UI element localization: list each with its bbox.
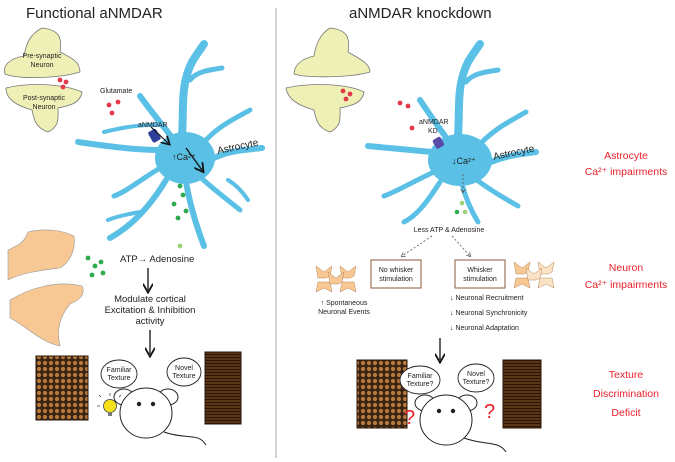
lightbulb-icon <box>97 393 122 416</box>
right-novel-bubble: Novel Texture? <box>457 363 495 393</box>
right-familiar-line-1: Familiar <box>408 373 434 380</box>
synapse-atp-dots <box>85 243 183 278</box>
right-title: aNMDAR knockdown <box>349 5 492 22</box>
left-novel-line-2: Texture <box>173 373 196 380</box>
question-mark-left: ? <box>404 407 415 429</box>
right-novel-texture-panel <box>502 359 542 429</box>
right-calcium-label: ↓Ca²⁺ <box>452 156 476 166</box>
right-familiar-line-2: Texture? <box>407 381 434 388</box>
right-post-synaptic-neuron <box>285 84 365 133</box>
right-astrocyte-label: Astrocyte <box>492 143 535 163</box>
right-astrocyte <box>365 40 539 225</box>
left-calcium-label: ↑Ca²⁺ <box>172 152 196 162</box>
left-familiar-bubble: Familiar Texture <box>100 359 138 389</box>
left-familiar-line-1: Familiar <box>107 367 133 374</box>
left-novel-texture-panel <box>204 351 242 425</box>
outcome-texture-line-2: Discrimination <box>593 388 659 400</box>
spontaneous-line-2: Neuronal Events <box>318 309 370 316</box>
whisker-line-2: stimulation <box>463 276 497 283</box>
whisker-line-1: Whisker <box>467 267 493 274</box>
left-mouse <box>113 387 207 446</box>
question-mark-right: ? <box>484 401 495 423</box>
pre-synaptic-label-2: Neuron <box>31 62 54 69</box>
right-pre-synaptic-neuron <box>293 27 371 78</box>
post-synaptic-label-2: Neuron <box>33 104 56 111</box>
modulate-line-3: activity <box>135 316 164 327</box>
left-astrocyte <box>75 40 265 249</box>
left-astrocyte-label: Astrocyte <box>216 137 259 157</box>
glutamate-dots <box>106 99 121 116</box>
astrocyte-atp-dots <box>171 183 189 221</box>
left-calcium-arrow <box>185 147 202 170</box>
outcome-texture-line-1: Texture <box>609 369 644 381</box>
synaptic-glutamate <box>57 77 69 90</box>
right-novel-line-2: Texture? <box>463 379 490 386</box>
right-synaptic-glutamate <box>340 88 415 131</box>
right-atp-dots <box>454 200 468 215</box>
outcome-neuron-line-2: Ca²⁺ impairments <box>585 279 668 291</box>
less-atp-left-arrow <box>402 235 433 256</box>
less-atp-right-arrow <box>451 235 470 256</box>
right-novel-line-1: Novel <box>467 371 485 378</box>
whisker-box: Whisker stimulation <box>454 259 506 289</box>
right-familiar-texture-panel <box>356 359 408 429</box>
glutamate-label: Glutamate <box>100 88 132 95</box>
spontaneous-line-1: ↑ Spontaneous <box>321 300 368 307</box>
pre-synaptic-label-1: Pre-synaptic <box>23 53 62 60</box>
left-novel-bubble: Novel Texture <box>166 357 202 387</box>
effect-adaptation: ↓ Neuronal Adaptation <box>450 325 519 332</box>
right-mouse <box>414 394 507 453</box>
nmda-receptor-kd-icon <box>432 136 445 149</box>
left-familiar-line-2: Texture <box>108 375 131 382</box>
outcome-astrocyte-line-2: Ca²⁺ impairments <box>585 166 668 178</box>
no-whisker-line-2: stimulation <box>379 276 413 283</box>
left-novel-line-1: Novel <box>175 365 193 372</box>
right-receptor-label-1: aNMDAR <box>419 119 449 126</box>
effect-synchronicity: ↓ Neuronal Synchronicity <box>450 310 528 317</box>
less-atp-label: Less ATP & Adenosine <box>414 227 485 234</box>
modulate-line-2: Excitation & Inhibition <box>105 305 196 316</box>
left-familiar-texture-panel <box>35 355 89 421</box>
effect-recruitment: ↓ Neuronal Recruitment <box>450 295 524 302</box>
right-neuron-icons-left <box>315 265 357 293</box>
modulate-line-1: Modulate cortical <box>114 294 186 305</box>
left-title: Functional aNMDAR <box>26 5 163 22</box>
right-familiar-bubble: Familiar Texture? <box>399 365 441 395</box>
atp-adenosine-label: ATP→ Adenosine <box>120 254 194 265</box>
outcome-neuron-line-1: Neuron <box>609 262 644 274</box>
outcome-astrocyte-line-1: Astrocyte <box>604 150 648 162</box>
pre-synaptic-neuron: Pre-synaptic Neuron <box>4 27 81 79</box>
right-neuron-icons-right <box>513 261 555 289</box>
post-synaptic-neuron: Post-synaptic Neuron <box>5 84 83 133</box>
left-synapse-neurons <box>7 229 84 347</box>
no-whisker-line-1: No whisker <box>379 267 414 274</box>
outcome-texture-line-3: Deficit <box>611 407 640 419</box>
no-whisker-box: No whisker stimulation <box>370 259 422 289</box>
left-receptor-label: aNMDAR <box>138 122 168 129</box>
right-receptor-label-2: KD <box>428 128 438 135</box>
glutamate-to-receptor-arrow <box>150 126 168 143</box>
post-synaptic-label-1: Post-synaptic <box>23 95 66 102</box>
